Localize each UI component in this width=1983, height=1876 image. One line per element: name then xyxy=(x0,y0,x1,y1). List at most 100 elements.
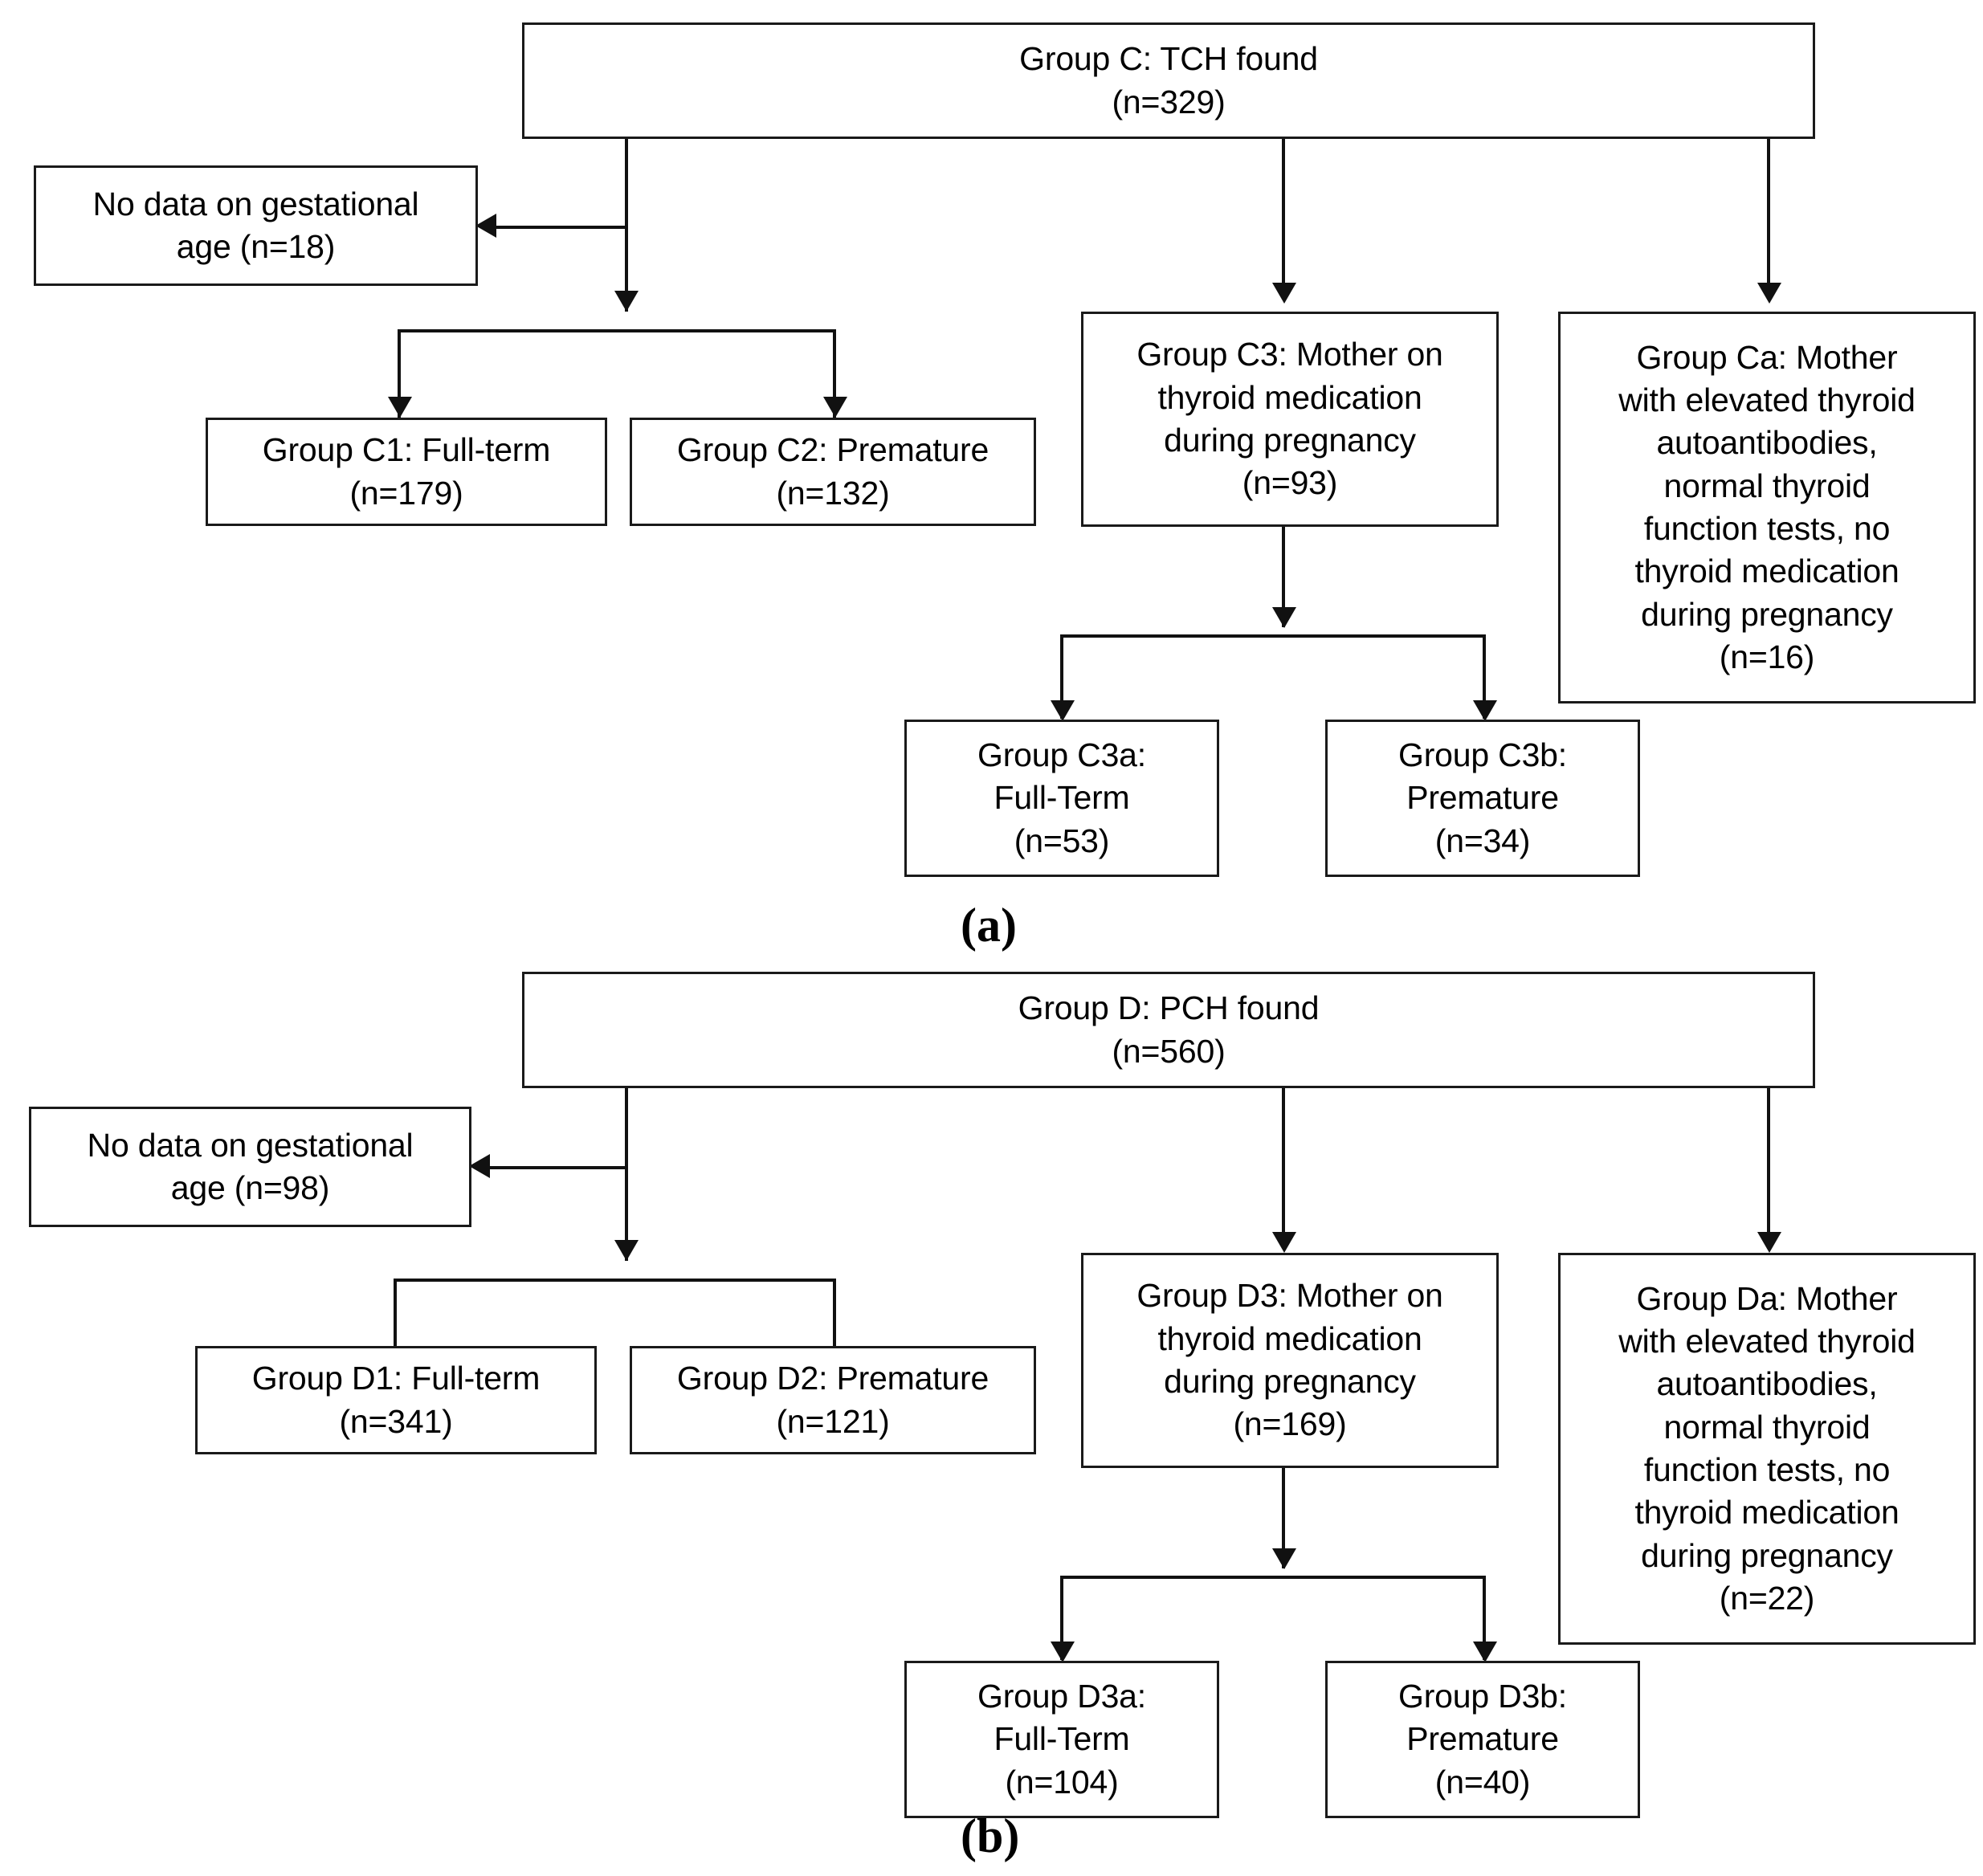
box-group-c3-line1: Group C3: Mother on xyxy=(1136,336,1443,373)
box-d-no-data-line1: No data on gestational xyxy=(87,1126,414,1164)
connector-c3b-drop xyxy=(1483,634,1486,719)
box-group-da: Group Da: Mother with elevated thyroid a… xyxy=(1558,1253,1976,1645)
box-group-c2: Group C2: Premature (n=132) xyxy=(630,418,1036,526)
connector-c-trunk-left xyxy=(625,139,628,312)
box-group-da-line7: during pregnancy xyxy=(1641,1536,1893,1574)
connector-c-to-c3 xyxy=(1282,139,1285,300)
arrowhead-c-nodata xyxy=(475,214,496,238)
box-group-c1-line2: (n=179) xyxy=(349,474,463,512)
panel-b-caption: (b) xyxy=(961,1809,1020,1862)
box-group-d2-line2: (n=121) xyxy=(776,1402,890,1440)
arrowhead-d3b xyxy=(1473,1642,1497,1662)
box-group-ca-line6: thyroid medication xyxy=(1634,553,1899,590)
arrowhead-c3 xyxy=(1272,283,1296,304)
box-group-c-line1: Group C: TCH found xyxy=(1019,40,1318,78)
box-group-c1: Group C1: Full-term (n=179) xyxy=(206,418,607,526)
box-group-d3-line4: (n=169) xyxy=(1233,1405,1347,1443)
connector-c3-split-bar xyxy=(1060,634,1486,638)
connector-d3b-drop xyxy=(1483,1576,1486,1660)
box-group-d3a-line1: Group D3a: xyxy=(977,1678,1146,1715)
box-group-d3a-line3: (n=104) xyxy=(1005,1763,1119,1801)
arrowhead-c3-split xyxy=(1272,607,1296,628)
box-group-d3-line2: thyroid medication xyxy=(1157,1319,1422,1357)
connector-c1-drop xyxy=(398,329,401,418)
box-group-da-line5: function tests, no xyxy=(1643,1451,1891,1488)
box-group-c-line2: (n=329) xyxy=(1112,83,1226,120)
box-group-da-line8: (n=22) xyxy=(1719,1579,1815,1617)
box-group-c3a-line1: Group C3a: xyxy=(977,736,1146,774)
box-group-c3a: Group C3a: Full-Term (n=53) xyxy=(904,720,1219,877)
box-group-d3a: Group D3a: Full-Term (n=104) xyxy=(904,1661,1219,1818)
box-group-ca-line2: with elevated thyroid xyxy=(1618,381,1916,419)
connector-d2-drop xyxy=(833,1279,836,1367)
connector-d3-drop xyxy=(1282,1468,1285,1568)
box-group-ca-line8: (n=16) xyxy=(1719,638,1815,675)
connector-c3-drop xyxy=(1282,527,1285,627)
box-group-c3b: Group C3b: Premature (n=34) xyxy=(1325,720,1640,877)
box-group-d2: Group D2: Premature (n=121) xyxy=(630,1346,1036,1454)
box-group-da-line1: Group Da: Mother xyxy=(1636,1279,1898,1317)
connector-d1-drop xyxy=(394,1279,397,1367)
connector-d-to-nodata xyxy=(482,1166,626,1169)
box-group-c2-line2: (n=132) xyxy=(776,474,890,512)
connector-c-to-nodata xyxy=(488,226,626,229)
panel-a-caption: (a) xyxy=(961,899,1017,952)
box-group-ca-line4: normal thyroid xyxy=(1663,467,1871,504)
box-group-c3a-line2: Full-Term xyxy=(994,779,1130,817)
box-group-ca: Group Ca: Mother with elevated thyroid a… xyxy=(1558,312,1976,704)
box-group-c3a-line3: (n=53) xyxy=(1014,822,1110,859)
box-group-c3-line3: during pregnancy xyxy=(1164,422,1416,459)
arrowhead-c3b xyxy=(1473,700,1497,721)
box-group-d3-line1: Group D3: Mother on xyxy=(1136,1277,1443,1315)
box-group-da-line4: normal thyroid xyxy=(1663,1408,1871,1446)
arrowhead-c2 xyxy=(823,397,847,418)
connector-c3a-drop xyxy=(1060,634,1063,719)
box-group-d3a-line2: Full-Term xyxy=(994,1720,1130,1758)
arrowhead-d-nodata xyxy=(469,1154,490,1178)
arrowhead-c3a xyxy=(1051,700,1075,721)
box-group-c3-line4: (n=93) xyxy=(1242,464,1338,502)
connector-c-split-bar xyxy=(398,329,835,332)
box-group-d1-line2: (n=341) xyxy=(339,1402,453,1440)
box-group-c3b-line2: Premature xyxy=(1406,779,1559,817)
box-group-d1-line1: Group D1: Full-term xyxy=(251,1360,541,1397)
box-c-no-data-line1: No data on gestational xyxy=(92,185,419,222)
box-group-c3-line2: thyroid medication xyxy=(1157,378,1422,416)
box-group-da-line3: autoantibodies, xyxy=(1656,1365,1878,1403)
box-group-d1: Group D1: Full-term (n=341) xyxy=(195,1346,597,1454)
box-group-ca-line7: during pregnancy xyxy=(1641,595,1893,633)
box-group-ca-line1: Group Ca: Mother xyxy=(1636,338,1898,376)
box-group-ca-line5: function tests, no xyxy=(1643,510,1891,547)
box-d-no-data-line2: age (n=98) xyxy=(170,1169,330,1206)
connector-d3a-drop xyxy=(1060,1576,1063,1660)
connector-d-trunk-left xyxy=(625,1088,628,1261)
arrowhead-d-left-trunk xyxy=(614,1240,639,1261)
box-group-c1-line1: Group C1: Full-term xyxy=(262,431,551,469)
box-group-c2-line1: Group C2: Premature xyxy=(676,431,989,469)
arrowhead-da xyxy=(1757,1232,1781,1253)
box-group-d3: Group D3: Mother on thyroid medication d… xyxy=(1081,1253,1499,1468)
connector-d-to-d3 xyxy=(1282,1088,1285,1249)
arrowhead-d3a xyxy=(1051,1642,1075,1662)
box-group-d: Group D: PCH found (n=560) xyxy=(522,972,1815,1088)
box-d-no-data-gestational-age: No data on gestational age (n=98) xyxy=(29,1107,471,1227)
connector-d3-split-bar xyxy=(1060,1576,1486,1579)
connector-c2-drop xyxy=(833,329,836,418)
arrowhead-ca xyxy=(1757,283,1781,304)
box-group-d-line1: Group D: PCH found xyxy=(1018,989,1320,1027)
box-group-c3: Group C3: Mother on thyroid medication d… xyxy=(1081,312,1499,527)
box-group-d2-line1: Group D2: Premature xyxy=(676,1360,989,1397)
arrowhead-c-left-trunk xyxy=(614,291,639,312)
box-group-d3b-line3: (n=40) xyxy=(1434,1763,1531,1801)
box-group-d-line2: (n=560) xyxy=(1112,1032,1226,1070)
connector-d-to-da xyxy=(1767,1088,1770,1249)
box-group-c3b-line3: (n=34) xyxy=(1434,822,1531,859)
box-group-ca-line3: autoantibodies, xyxy=(1656,424,1878,462)
box-group-c: Group C: TCH found (n=329) xyxy=(522,22,1815,139)
box-group-d3b: Group D3b: Premature (n=40) xyxy=(1325,1661,1640,1818)
box-group-d3-line3: during pregnancy xyxy=(1164,1363,1416,1400)
arrowhead-d3 xyxy=(1272,1232,1296,1253)
arrowhead-d3-split xyxy=(1272,1548,1296,1569)
box-group-da-line2: with elevated thyroid xyxy=(1618,1323,1916,1360)
